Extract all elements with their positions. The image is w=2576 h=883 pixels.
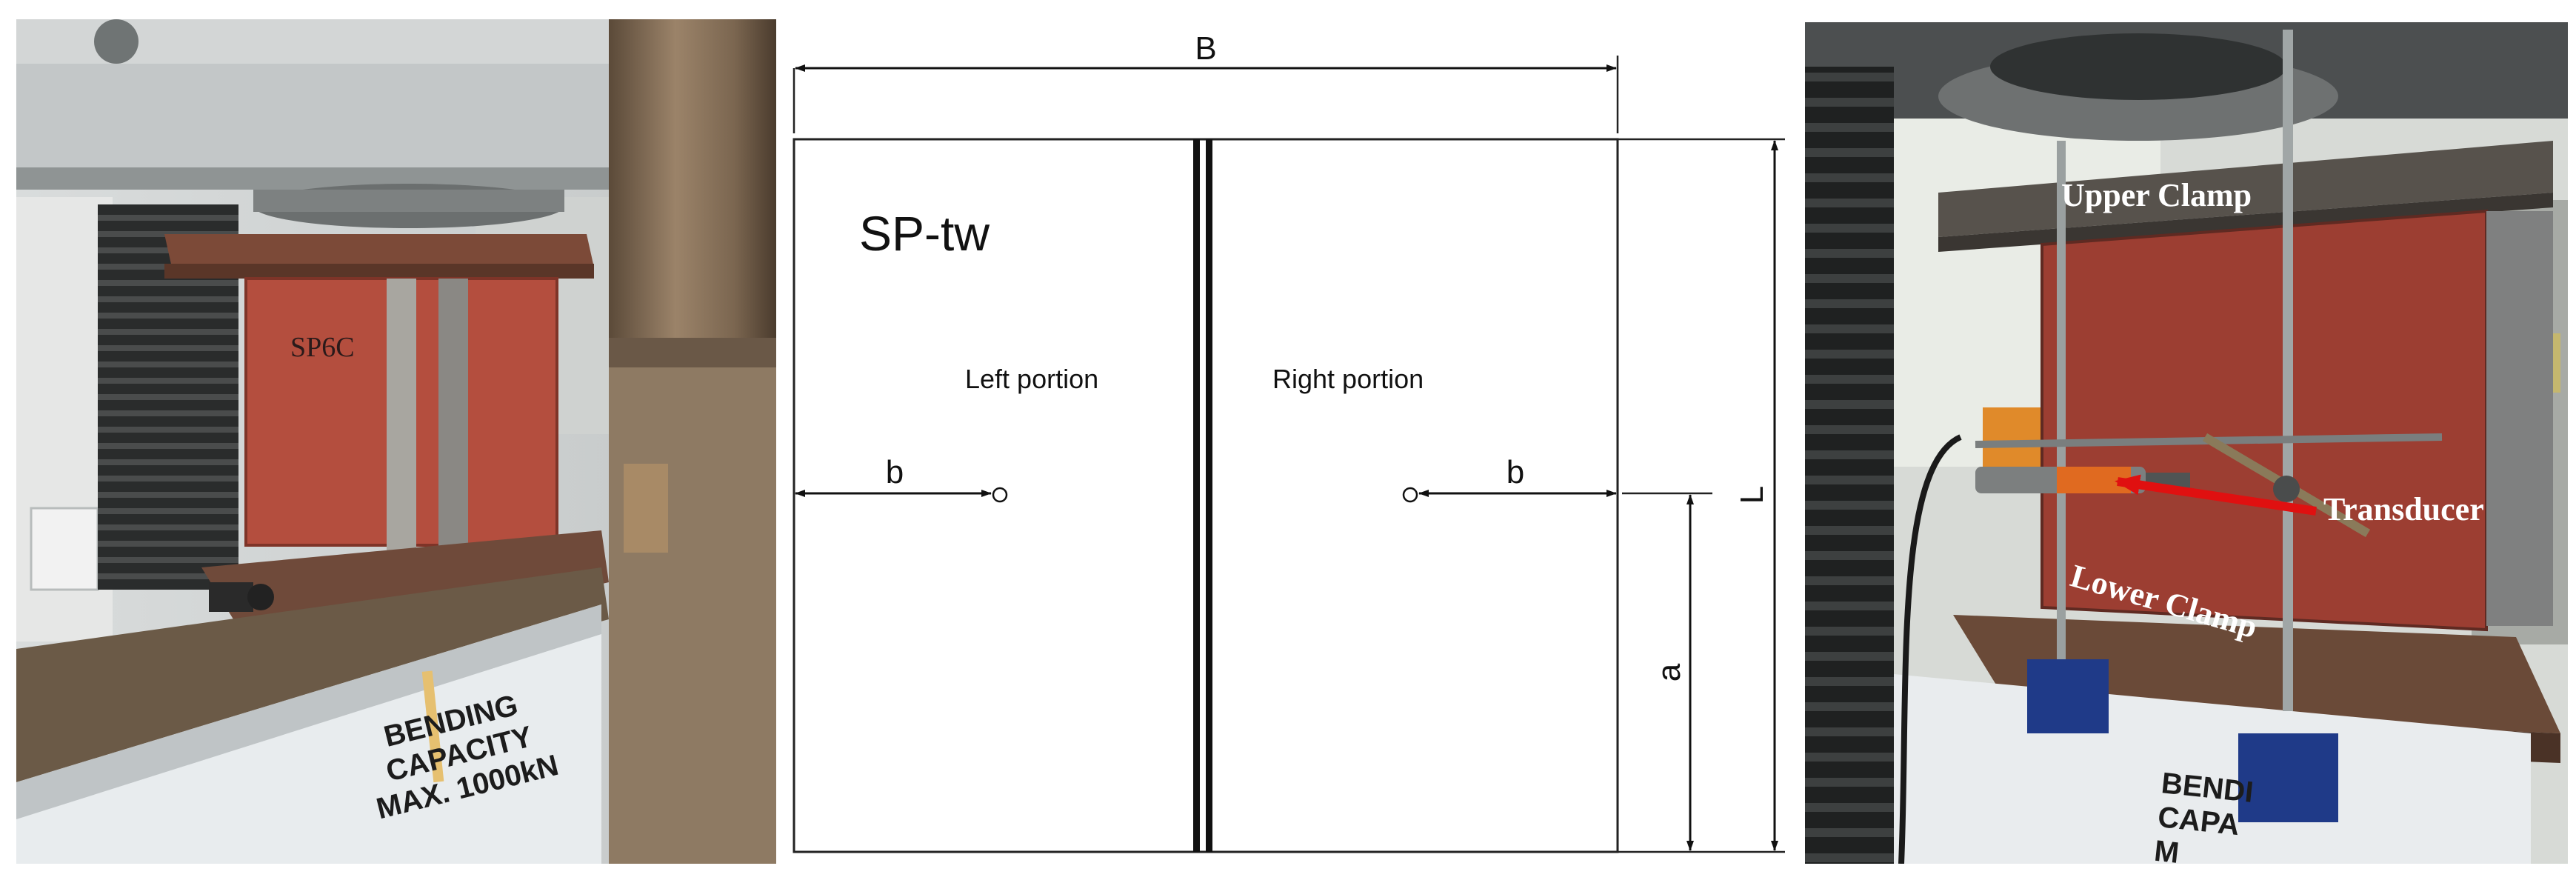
specimen-title: SP-tw bbox=[859, 206, 990, 261]
dimension-label-a: a bbox=[1651, 663, 1687, 682]
measurement-point-right bbox=[1402, 487, 1418, 503]
central-stiffener-left bbox=[1193, 139, 1200, 852]
transducer-arrow bbox=[2115, 474, 2317, 516]
dimension-label-B: B bbox=[1195, 30, 1216, 67]
right-machine-plate-line3: M bbox=[2152, 835, 2180, 864]
specimen-mark: SP6C bbox=[290, 332, 355, 363]
left-portion-label: Left portion bbox=[965, 364, 1098, 394]
specimen-dimension-diagram: B SP-tw Left portion Right portion b b a… bbox=[793, 30, 1785, 853]
right-portion-label: Right portion bbox=[1272, 364, 1424, 394]
left-test-rig-photo: SP6C BENDING CAPACITY MAX. 1000kN bbox=[16, 19, 776, 864]
dimension-label-b-right: b bbox=[1506, 454, 1524, 490]
transducer-label: Transducer bbox=[2323, 491, 2484, 527]
central-stiffener-right bbox=[1206, 139, 1212, 852]
upper-clamp-label: Upper Clamp bbox=[2061, 177, 2252, 213]
measurement-point-left bbox=[992, 487, 1008, 503]
dimension-label-b-left: b bbox=[886, 454, 904, 490]
dimension-label-L: L bbox=[1734, 486, 1770, 504]
right-instrumentation-photo: Upper Clamp Transducer Lower Clamp BENDI… bbox=[1805, 22, 2568, 864]
